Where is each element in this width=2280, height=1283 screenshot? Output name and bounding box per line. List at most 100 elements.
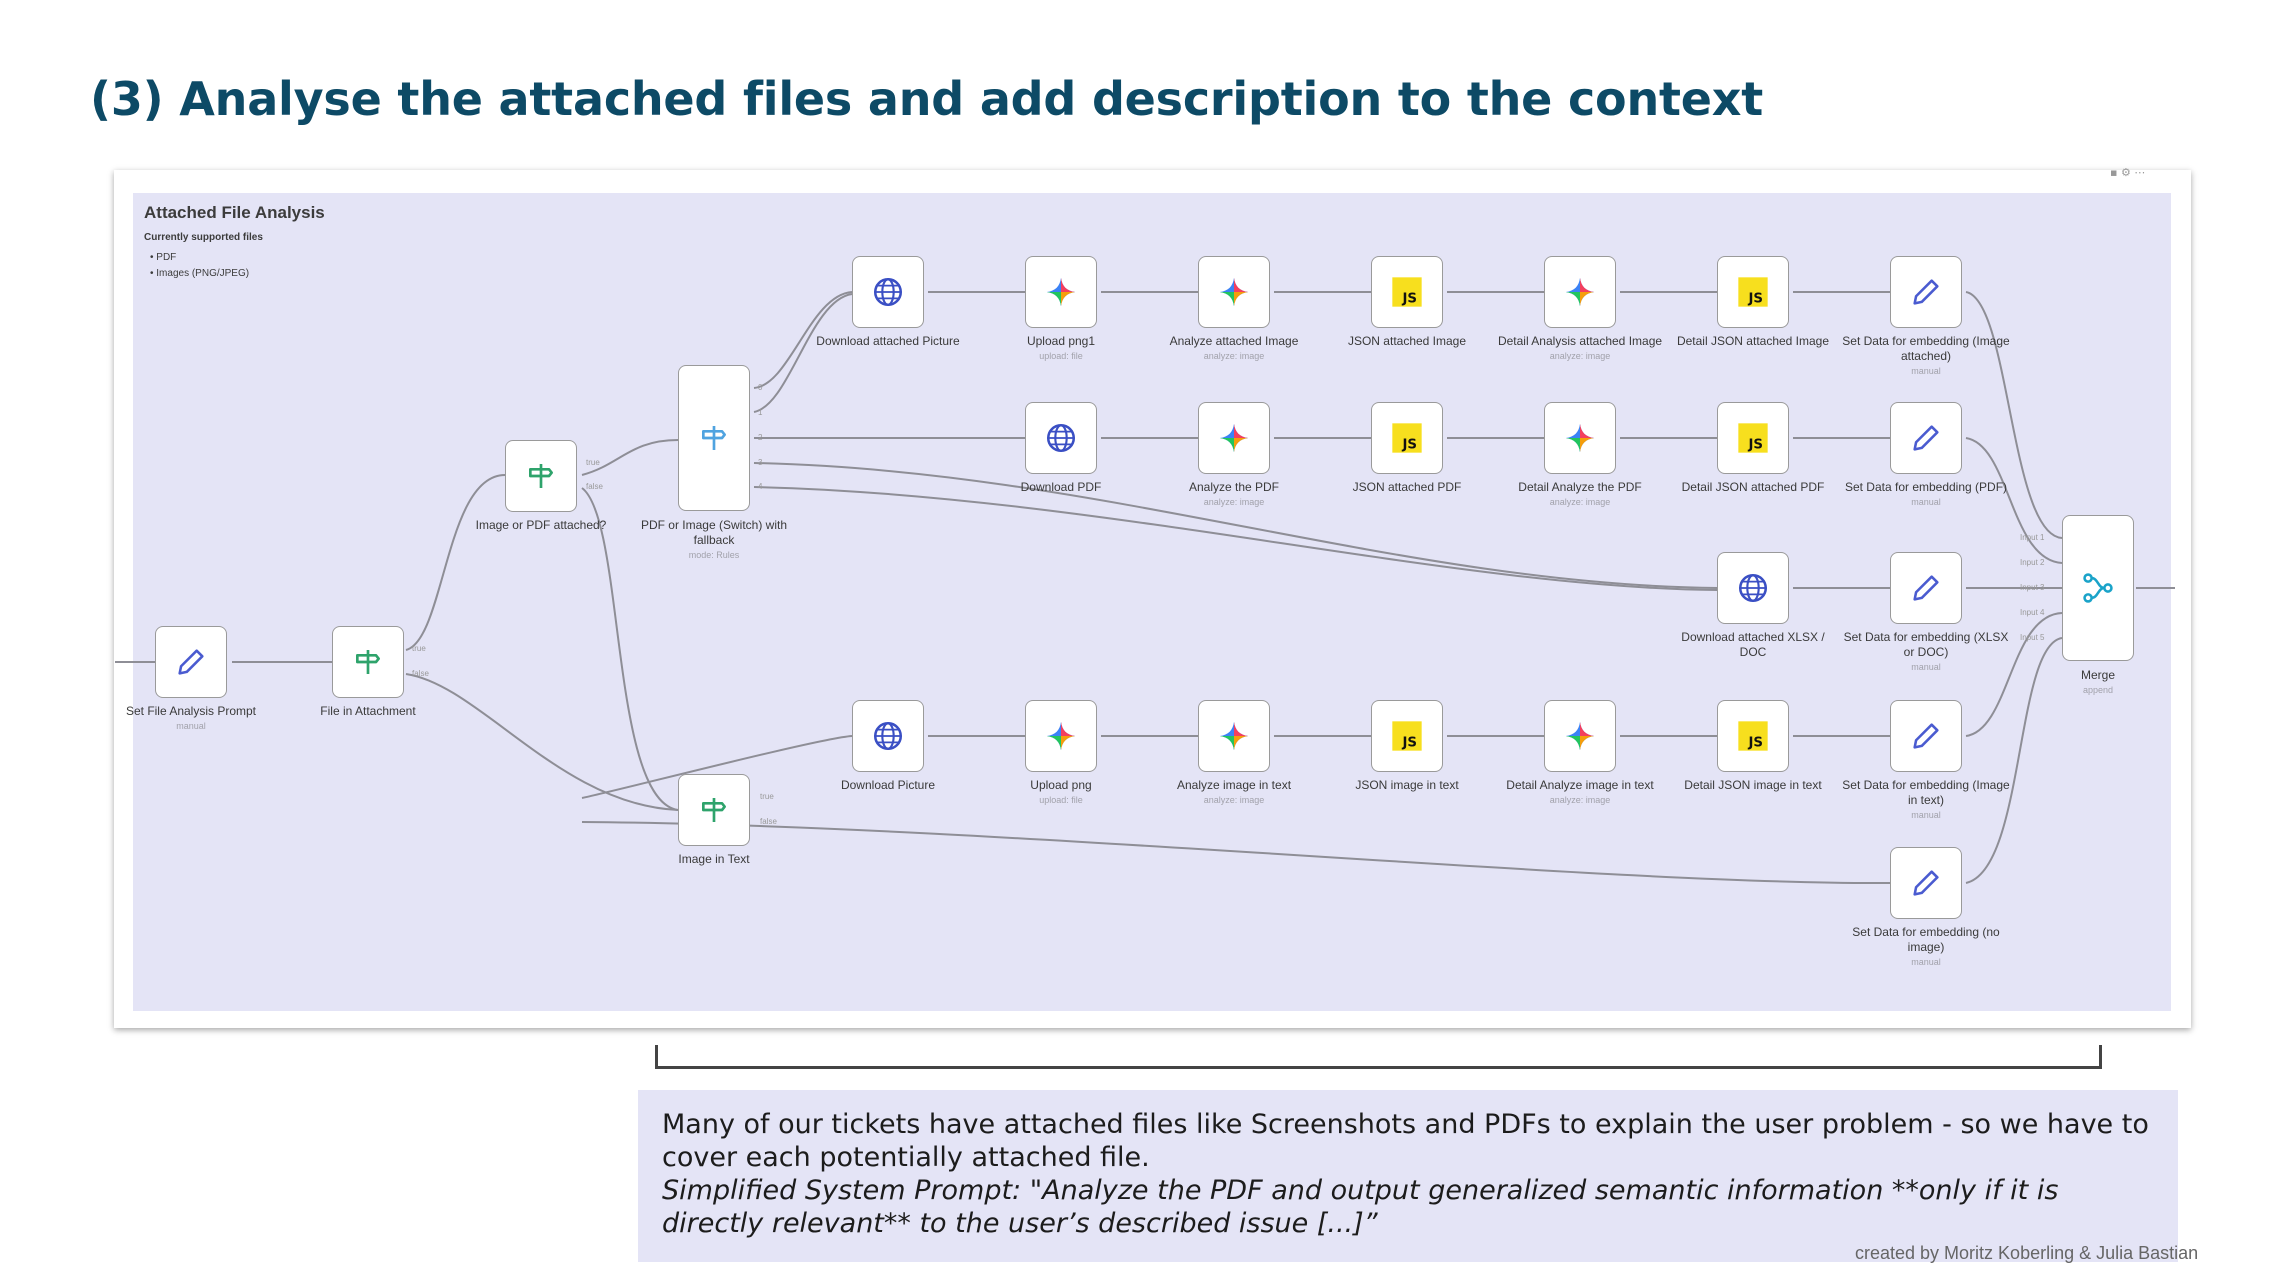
gemini-icon <box>1044 275 1078 309</box>
node-analyze-attached-image[interactable] <box>1198 256 1270 328</box>
js-icon: JS <box>1737 422 1769 454</box>
svg-text:JS: JS <box>1747 736 1763 751</box>
node-set-data-pdf[interactable] <box>1890 402 1962 474</box>
node-download-attached-picture[interactable] <box>852 256 924 328</box>
node-merge[interactable] <box>2062 515 2134 661</box>
node-json-image-in-text[interactable]: JS <box>1371 700 1443 772</box>
edge <box>1965 612 2063 737</box>
pencil-icon <box>1909 719 1943 753</box>
node-detail-json-attached-image[interactable]: JS <box>1717 256 1789 328</box>
port-false: false <box>412 669 429 678</box>
node-upload-png1[interactable] <box>1025 256 1097 328</box>
node-set-data-no-image[interactable] <box>1890 847 1962 919</box>
label-file-in-attachment: File in Attachment <box>320 704 416 718</box>
signpost-icon <box>352 646 384 678</box>
edge <box>581 439 679 476</box>
node-set-file-analysis-prompt[interactable] <box>155 626 227 698</box>
node-image-or-pdf-attached[interactable] <box>505 440 577 512</box>
edge <box>753 291 853 389</box>
svg-text:JS: JS <box>1401 292 1417 307</box>
node-analyze-the-pdf[interactable] <box>1198 402 1270 474</box>
edge <box>405 474 506 651</box>
label-set-data-image-in-text: Set Data for embedding (Image in text)ma… <box>1842 778 2010 820</box>
credit-text: created by Moritz Koberling & Julia Bast… <box>1855 1243 2199 1263</box>
node-set-data-image-in-text[interactable] <box>1890 700 1962 772</box>
pencil-icon <box>1909 866 1943 900</box>
label-detail-json-image-in-text: Detail JSON image in text <box>1684 778 1822 792</box>
gemini-icon <box>1563 421 1597 455</box>
edge <box>1965 437 2063 564</box>
node-set-data-image-attached[interactable] <box>1890 256 1962 328</box>
label-download-picture: Download Picture <box>840 778 936 792</box>
node-detail-json-attached-pdf[interactable]: JS <box>1717 402 1789 474</box>
label-download-attached-picture: Download attached Picture <box>816 334 960 348</box>
js-icon: JS <box>1391 720 1423 752</box>
node-pdf-or-image-switch[interactable] <box>678 365 750 511</box>
globe-icon <box>1044 421 1078 455</box>
label-image-in-text: Image in Text <box>678 852 750 866</box>
label-set-data-no-image: Set Data for embedding (no image)manual <box>1852 925 2000 967</box>
scope-bracket <box>655 1045 2102 1069</box>
js-icon: JS <box>1391 422 1423 454</box>
edge <box>753 293 853 413</box>
node-image-in-text[interactable] <box>678 774 750 846</box>
port-true: true <box>760 792 774 801</box>
label-detail-json-attached-pdf: Detail JSON attached PDF <box>1681 480 1825 494</box>
signpost-icon <box>698 794 730 826</box>
pencil-icon <box>174 645 208 679</box>
port-true: true <box>412 644 426 653</box>
edge <box>1965 291 2063 539</box>
node-detail-json-image-in-text[interactable]: JS <box>1717 700 1789 772</box>
js-icon: JS <box>1737 276 1769 308</box>
label-detail-json-attached-image: Detail JSON attached Image <box>1676 334 1830 348</box>
svg-text:JS: JS <box>1401 438 1417 453</box>
node-json-attached-image[interactable]: JS <box>1371 256 1443 328</box>
port-false: false <box>760 817 777 826</box>
label-json-attached-pdf: JSON attached PDF <box>1352 480 1462 494</box>
workflow-canvas[interactable] <box>133 193 2171 1011</box>
sticky-note-list: • PDF • Images (PNG/JPEG) <box>150 252 250 279</box>
description-box: Many of our tickets have attached files … <box>638 1090 2178 1262</box>
node-detail-analyze-image-in-text[interactable] <box>1544 700 1616 772</box>
merge-input-3: Input 3 <box>2020 583 2045 592</box>
node-upload-png[interactable] <box>1025 700 1097 772</box>
merge-input-4: Input 4 <box>2020 608 2045 617</box>
gemini-icon <box>1563 719 1597 753</box>
node-file-in-attachment[interactable] <box>332 626 404 698</box>
node-download-pdf[interactable] <box>1025 402 1097 474</box>
pencil-icon <box>1909 421 1943 455</box>
label-image-or-pdf-attached: Image or PDF attached? <box>475 518 607 532</box>
edge <box>753 462 1719 589</box>
svg-text:JS: JS <box>1401 736 1417 751</box>
edge <box>1965 637 2063 884</box>
merge-input-2: Input 2 <box>2020 558 2045 567</box>
description-line-2: Simplified System Prompt: "Analyze the P… <box>662 1175 2059 1239</box>
node-analyze-image-in-text[interactable] <box>1198 700 1270 772</box>
edge <box>581 821 1891 885</box>
globe-icon <box>871 275 905 309</box>
gemini-icon <box>1217 275 1251 309</box>
node-set-data-xlsx-doc[interactable] <box>1890 552 1962 624</box>
signpost-icon <box>525 460 557 492</box>
globe-icon <box>1736 571 1770 605</box>
sticky-item-images: Images (PNG/JPEG) <box>156 268 250 279</box>
node-detail-analysis-attached-image[interactable] <box>1544 256 1616 328</box>
label-set-data-image-attached: Set Data for embedding (Image attached)m… <box>1842 334 2010 376</box>
gemini-icon <box>1563 275 1597 309</box>
pencil-icon <box>1909 275 1943 309</box>
node-detail-analyze-the-pdf[interactable] <box>1544 402 1616 474</box>
sticky-item-pdf: PDF <box>156 252 177 263</box>
js-icon: JS <box>1391 276 1423 308</box>
node-json-attached-pdf[interactable]: JS <box>1371 402 1443 474</box>
node-download-attached-xlsx-doc[interactable] <box>1717 552 1789 624</box>
node-download-picture[interactable] <box>852 700 924 772</box>
label-set-data-xlsx-doc: Set Data for embedding (XLSX or DOC)manu… <box>1843 630 2009 672</box>
canvas-toolbar-icons[interactable]: ▪ ⚙ ⋯ <box>2110 166 2146 179</box>
